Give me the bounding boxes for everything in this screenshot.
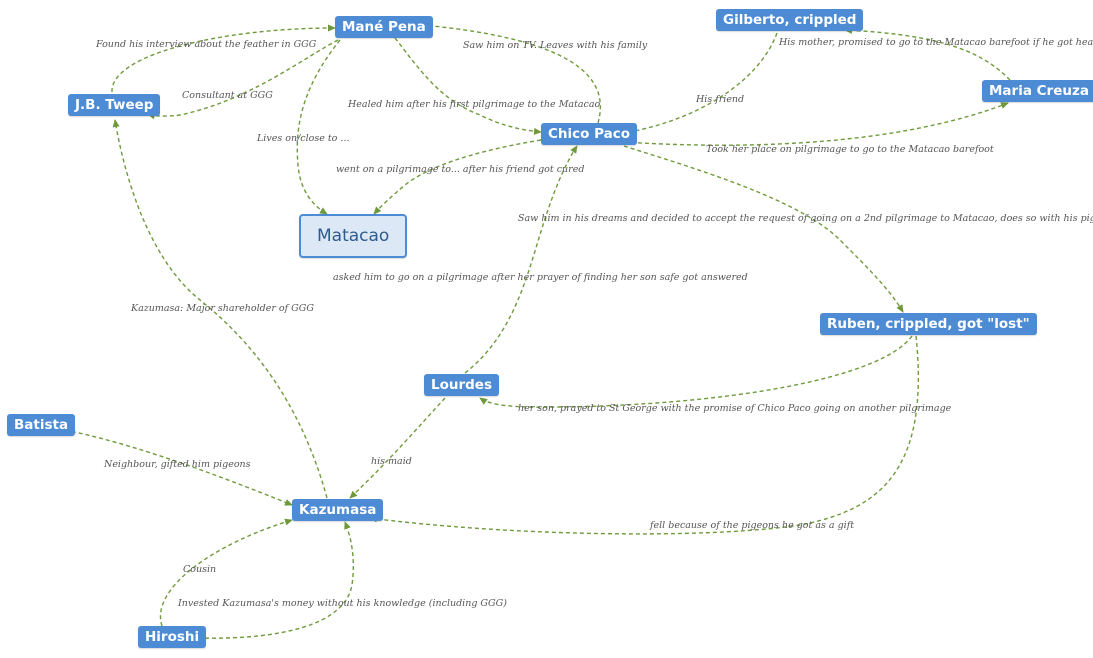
edge-saw-on-tv[interactable]	[422, 22, 602, 124]
edge-label-major-shareholder: Kazumasa: Major shareholder of GGG	[130, 303, 314, 314]
node-batista[interactable]: Batista	[7, 414, 76, 436]
node-chico-paco[interactable]: Chico Paco	[541, 123, 638, 145]
edge-fell-pigeons[interactable]	[369, 335, 920, 535]
edge-consultant[interactable]	[147, 39, 339, 120]
edge-healed[interactable]	[394, 37, 542, 135]
node-mane-pena[interactable]: Mané Pena	[335, 16, 433, 38]
edge-label-neighbour: Neighbour, gifted him pigeons	[103, 459, 251, 470]
edges	[64, 22, 1011, 639]
edge-his-maid[interactable]	[349, 397, 446, 499]
edge-label-asked-pilgrimage: asked him to go on a pilgrimage after he…	[333, 272, 748, 283]
edge-took-her-place[interactable]	[623, 102, 1009, 146]
node-hiroshi[interactable]: Hiroshi	[138, 626, 207, 648]
edge-label-her-son: her son, prayed to St George with the pr…	[518, 403, 952, 414]
edge-label-mother-promise: His mother, promised to go to the Mataca…	[778, 37, 1093, 48]
edge-label-took-her-place: Took her place on pilgrimage to go to th…	[706, 144, 994, 155]
edge-his-friend[interactable]	[623, 32, 778, 136]
edge-asked-pilgrimage[interactable]	[464, 145, 578, 374]
edge-dreams[interactable]	[623, 145, 904, 313]
edge-feather-interview[interactable]	[111, 24, 336, 93]
edge-label-cousin: Cousin	[183, 564, 216, 575]
edge-invested[interactable]	[197, 521, 355, 639]
edge-neighbour[interactable]	[64, 429, 293, 506]
edge-labels: Found his interview about the feather in…	[95, 37, 1093, 609]
node-maria-creuza[interactable]: Maria Creuza	[982, 80, 1093, 102]
node-matacao[interactable]: Matacao	[299, 214, 408, 258]
edge-label-feather-interview: Found his interview about the feather in…	[95, 39, 317, 50]
edge-cousin[interactable]	[159, 518, 293, 627]
node-jb-tweep[interactable]: J.B. Tweep	[68, 94, 161, 116]
edge-her-son[interactable]	[479, 335, 913, 408]
edge-label-healed: Healed him after his first pilgrimage to…	[347, 99, 601, 110]
node-gilberto[interactable]: Gilberto, crippled	[716, 9, 864, 31]
edge-label-went-pilgrimage: went on a pilgrimage to... after his fri…	[336, 164, 584, 175]
edge-major-shareholder[interactable]	[112, 119, 328, 499]
edge-mother-promise[interactable]	[844, 26, 1011, 81]
node-kazumasa[interactable]: Kazumasa	[292, 499, 384, 521]
edge-label-his-friend: His friend	[695, 94, 744, 105]
edge-label-his-maid: his maid	[371, 456, 412, 467]
edge-label-saw-on-tv: Saw him on TV. Leaves with his family	[463, 40, 648, 51]
edge-label-consultant: Consultant at GGG	[182, 90, 273, 101]
node-ruben[interactable]: Ruben, crippled, got "lost"	[820, 313, 1037, 335]
edge-label-lives-close: Lives on/close to ...	[256, 133, 349, 144]
edge-lives-close[interactable]	[296, 39, 341, 215]
edge-label-fell-pigeons: fell because of the pigeons he got as a …	[649, 520, 854, 531]
edge-label-invested: Invested Kazumasa's money without his kn…	[177, 598, 507, 609]
node-lourdes[interactable]: Lourdes	[424, 374, 500, 396]
edge-went-pilgrimage[interactable]	[373, 139, 542, 215]
edge-label-dreams: Saw him in his dreams and decided to acc…	[518, 213, 1093, 224]
